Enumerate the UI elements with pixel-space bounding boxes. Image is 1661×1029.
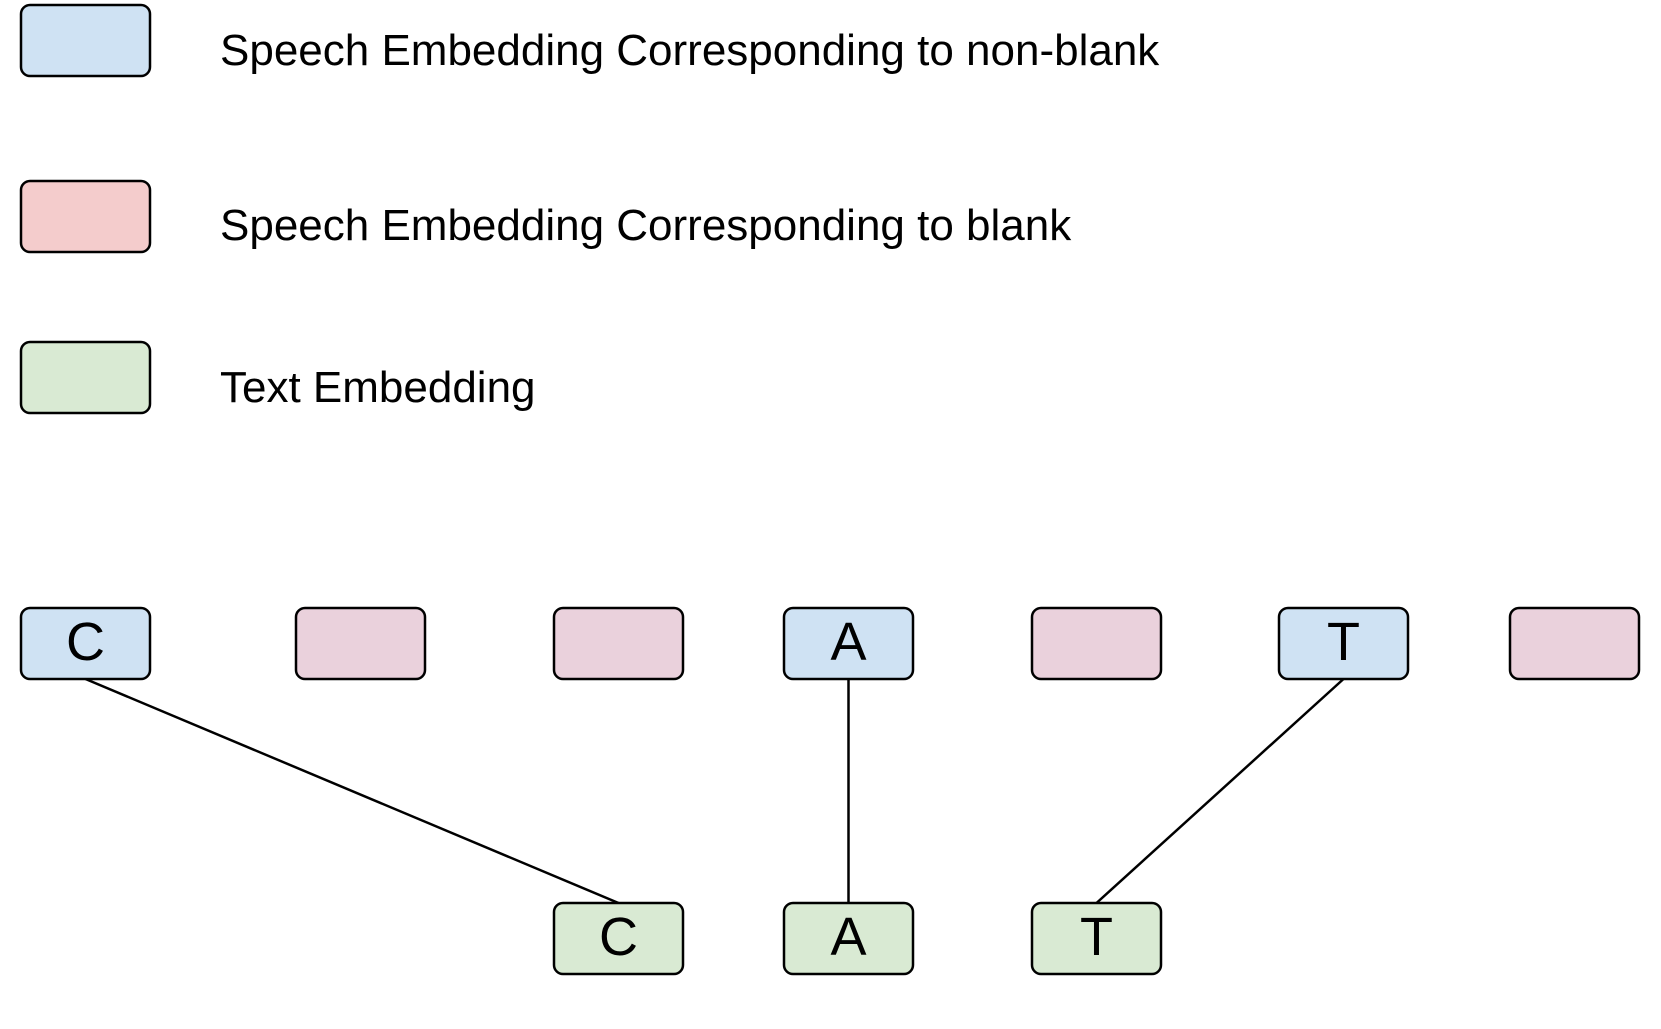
legend-label-blank: Speech Embedding Corresponding to blank: [220, 201, 1072, 250]
text-embedding: T: [1030, 901, 1163, 976]
legend-swatch-text: [19, 340, 152, 415]
text-embedding: C: [552, 901, 685, 976]
legend-swatch-blank-legend: [19, 179, 152, 254]
speech-embedding-label: A: [830, 612, 866, 672]
text-embedding-label: T: [1080, 907, 1113, 967]
speech-embedding-non-blank: C: [19, 606, 152, 681]
speech-embedding-blank: [552, 606, 685, 681]
text-embedding-label: A: [830, 907, 866, 967]
speech-embedding-blank: [1030, 606, 1163, 681]
speech-embedding-non-blank: A: [782, 606, 915, 681]
speech-embedding-label: T: [1327, 612, 1360, 672]
alignment-links: [85, 677, 1345, 905]
speech-embedding-label: C: [66, 612, 105, 672]
legend-swatch-non-blank: [19, 3, 152, 78]
text-embedding: A: [782, 901, 915, 976]
legend-swatches: [19, 3, 152, 415]
text-embedding-label: C: [599, 907, 638, 967]
legend-label-non-blank: Speech Embedding Corresponding to non-bl…: [220, 26, 1160, 75]
speech-embedding-blank: [294, 606, 427, 681]
speech-embedding-non-blank: T: [1277, 606, 1410, 681]
alignment-link: [1095, 678, 1345, 904]
alignment-link: [85, 677, 619, 905]
legend-label-text: Text Embedding: [220, 363, 536, 412]
speech-embedding-blank: [1508, 606, 1641, 681]
